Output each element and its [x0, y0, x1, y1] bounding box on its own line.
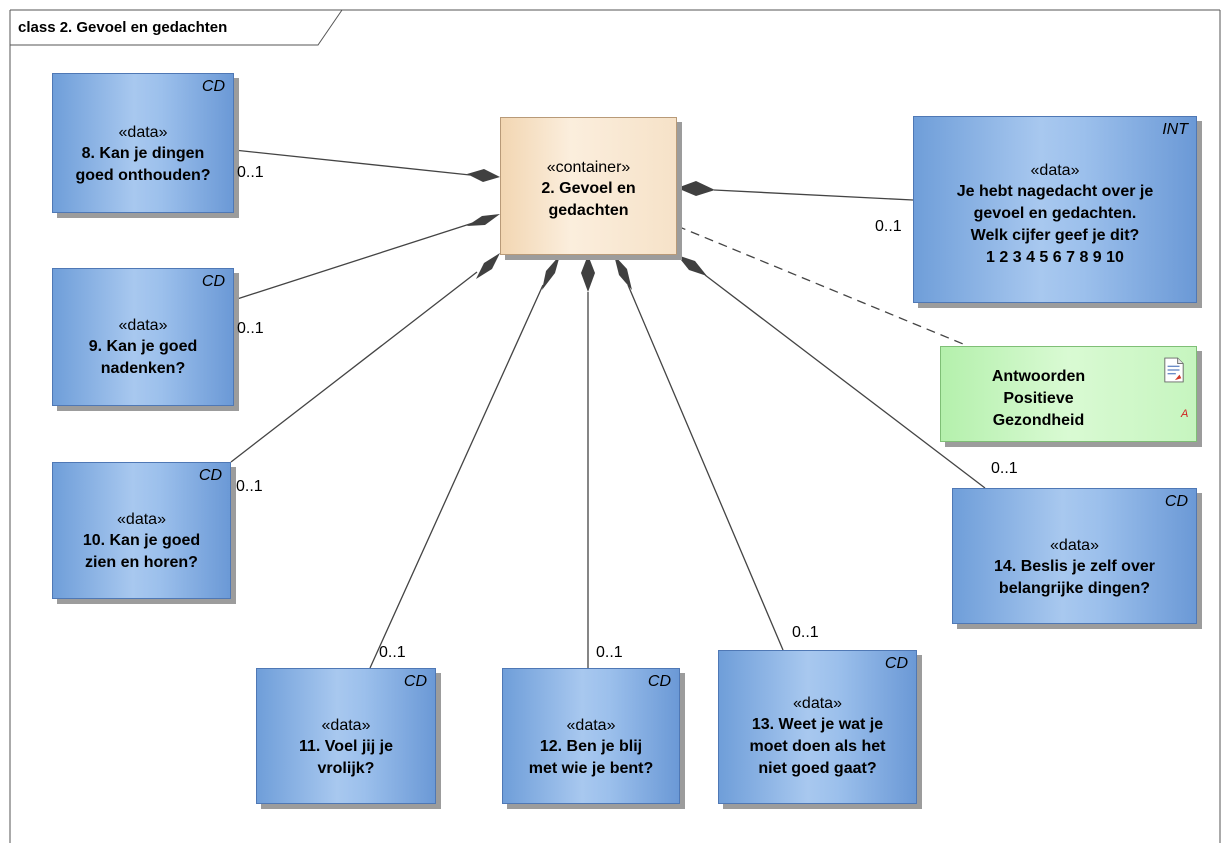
- association-line-8: [233, 149, 471, 176]
- composition-diamond-11: [542, 255, 560, 290]
- multiplicity-8: 0..1: [237, 164, 264, 181]
- container-box[interactable]: «container» 2. Gevoel en gedachten: [500, 117, 677, 255]
- data-box-13[interactable]: CD «data» 13. Weet je wat je moet doen a…: [718, 650, 917, 804]
- association-line-14: [704, 274, 986, 489]
- association-line-9: [233, 221, 477, 301]
- dependency-line-artifact: [676, 225, 969, 347]
- multiplicity-12: 0..1: [596, 644, 623, 661]
- data-box-12[interactable]: CD «data» 12. Ben je blij met wie je ben…: [502, 668, 680, 804]
- box-name: 8. Kan je dingen goed onthouden?: [75, 145, 211, 184]
- box-stereotype: «data»: [1050, 537, 1099, 554]
- box-tag: CD: [1164, 493, 1188, 510]
- multiplicity-14: 0..1: [991, 460, 1018, 477]
- box-name: 13. Weet je wat je moet doen als het nie…: [749, 716, 886, 777]
- box-name: 11. Voel jij je vrolijk?: [299, 738, 393, 777]
- data-box-11[interactable]: CD «data» 11. Voel jij je vrolijk?: [256, 668, 436, 804]
- box-stereotype: «data»: [793, 695, 842, 712]
- document-icon: [1164, 357, 1184, 383]
- data-box-10[interactable]: CD «data» 10. Kan je goed zien en horen?: [52, 462, 231, 599]
- composition-diamond-12: [581, 255, 595, 292]
- box-stereotype: «data»: [118, 124, 168, 141]
- composition-diamond-13: [614, 255, 632, 290]
- box-name: 14. Beslis je zelf over belangrijke ding…: [994, 558, 1155, 597]
- container-name: 2. Gevoel en gedachten: [541, 180, 636, 219]
- association-line-13: [627, 284, 784, 651]
- box-tag: CD: [201, 78, 225, 95]
- box-name: 12. Ben je blij met wie je bent?: [528, 738, 654, 777]
- box-stereotype: «data»: [566, 717, 616, 734]
- data-box-8[interactable]: CD «data» 8. Kan je dingen goed onthoude…: [52, 73, 234, 213]
- artifact-name: Antwoorden Positieve Gezondheid: [991, 368, 1086, 429]
- composition-diamond-8: [467, 169, 500, 182]
- box-tag: CD: [647, 673, 671, 690]
- box-stereotype: «data»: [321, 717, 371, 734]
- box-stereotype: «data»: [1030, 162, 1080, 179]
- box-stereotype: «data»: [118, 317, 168, 334]
- box-name: 10. Kan je goed zien en horen?: [82, 532, 201, 571]
- multiplicity-9: 0..1: [237, 320, 264, 337]
- composition-diamond-14: [677, 255, 707, 276]
- box-stereotype: «data»: [117, 511, 166, 528]
- data-box-int[interactable]: INT «data» Je hebt nagedacht over je gev…: [913, 116, 1197, 303]
- association-line-10: [230, 271, 478, 463]
- box-tag: CD: [198, 467, 222, 484]
- association-line-11: [369, 284, 544, 669]
- box-tag: INT: [1162, 121, 1188, 138]
- box-tag: CD: [403, 673, 427, 690]
- data-box-14[interactable]: CD «data» 14. Beslis je zelf over belang…: [952, 488, 1197, 624]
- composition-diamond-9: [467, 214, 500, 226]
- composition-diamond-int: [677, 181, 715, 196]
- box-tag: CD: [884, 655, 908, 672]
- artifact-box[interactable]: Antwoorden Positieve Gezondheid A: [940, 346, 1197, 442]
- data-box-9[interactable]: CD «data» 9. Kan je goed nadenken?: [52, 268, 234, 406]
- multiplicity-13: 0..1: [792, 624, 819, 641]
- box-name: 9. Kan je goed nadenken?: [88, 338, 198, 377]
- multiplicity-int: 0..1: [875, 218, 902, 235]
- box-name: Je hebt nagedacht over je gevoel en geda…: [956, 183, 1154, 266]
- frame-title-tab: [10, 9, 343, 46]
- container-stereotype: «container»: [546, 159, 631, 176]
- frame-title: class 2. Gevoel en gedachten: [18, 19, 228, 36]
- box-tag: CD: [201, 273, 225, 290]
- association-line-int: [713, 189, 914, 201]
- multiplicity-11: 0..1: [379, 644, 406, 661]
- composition-diamond-10: [476, 253, 500, 279]
- multiplicity-10: 0..1: [236, 478, 263, 495]
- artifact-mark: A: [1181, 408, 1189, 420]
